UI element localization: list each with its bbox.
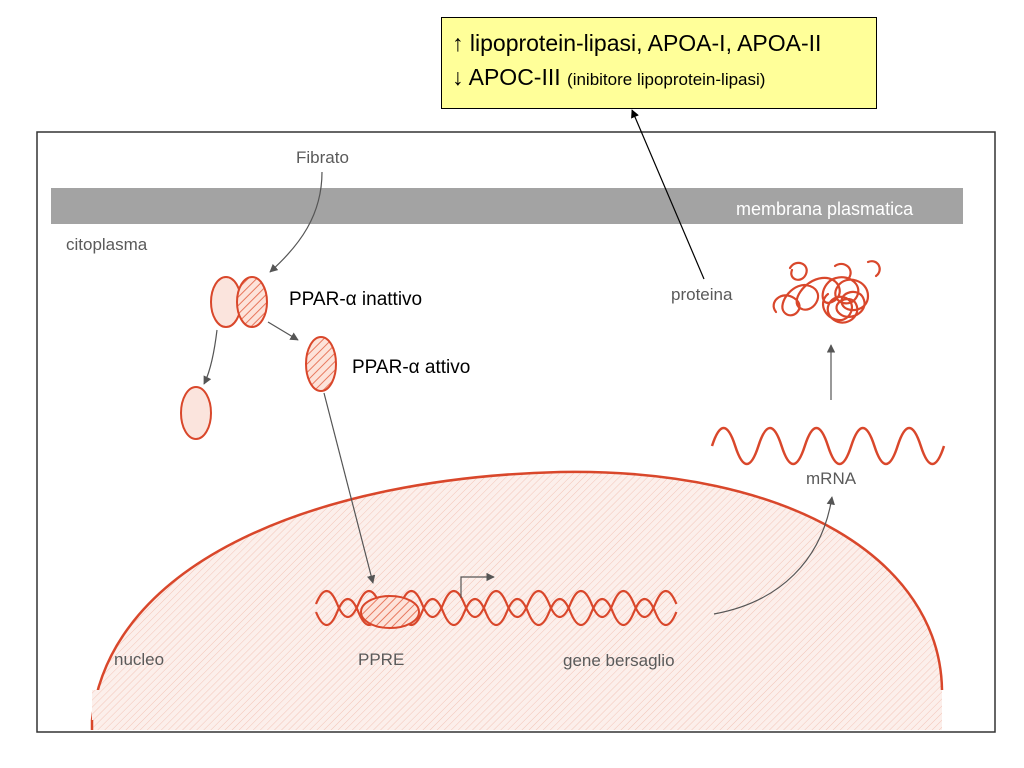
downregulated-text: APOC-III <box>468 64 561 90</box>
fibrato-arrow <box>269 171 323 273</box>
mrna-label: mRNA <box>806 469 857 488</box>
nucleus-label: nucleo <box>114 650 165 669</box>
released-subunit <box>180 386 212 440</box>
plasma-membrane <box>51 188 963 224</box>
target-gene-label: gene bersaglio <box>563 651 675 670</box>
ppar-inactive-label: PPAR-α inattivo <box>289 289 423 310</box>
nuclear-translocation-arrow <box>323 392 376 584</box>
downregulated-note: (inibitore lipoprotein-lipasi) <box>567 70 766 89</box>
mrna-export-arrow <box>713 496 835 615</box>
ppre-label: PPRE <box>358 650 405 669</box>
upregulated-line: ↑ lipoprotein-lipasi, APOA-I, APOA-II <box>452 26 876 60</box>
activation-arrow <box>267 321 299 341</box>
down-arrow-icon: ↓ <box>452 64 464 90</box>
upregulated-text: lipoprotein-lipasi, APOA-I, APOA-II <box>469 30 822 56</box>
nucleus-fill-bottom <box>92 690 942 730</box>
downregulated-line: ↓ APOC-III (inibitore lipoprotein-lipasi… <box>452 60 876 97</box>
mrna-strand <box>710 426 946 466</box>
nucleus <box>90 470 944 721</box>
ppar-inactive-right-subunit <box>236 276 268 328</box>
ppar-bound-ppre <box>360 595 420 629</box>
ppar-active-label: PPAR-α attivo <box>352 357 471 378</box>
effect-arrow <box>631 109 705 280</box>
cytoplasm-label: citoplasma <box>66 235 148 254</box>
transcription-start-arrow <box>460 572 495 598</box>
membrane-label: membrana plasmatica <box>736 199 914 219</box>
effects-callout: ↑ lipoprotein-lipasi, APOA-I, APOA-II ↓ … <box>441 17 877 109</box>
protein-label: proteina <box>671 285 733 304</box>
ppar-active <box>305 336 337 392</box>
protein-coil <box>772 260 881 324</box>
fibrato-label: Fibrato <box>296 148 349 167</box>
up-arrow-icon: ↑ <box>452 30 464 56</box>
dissociation-arrow <box>203 329 218 385</box>
